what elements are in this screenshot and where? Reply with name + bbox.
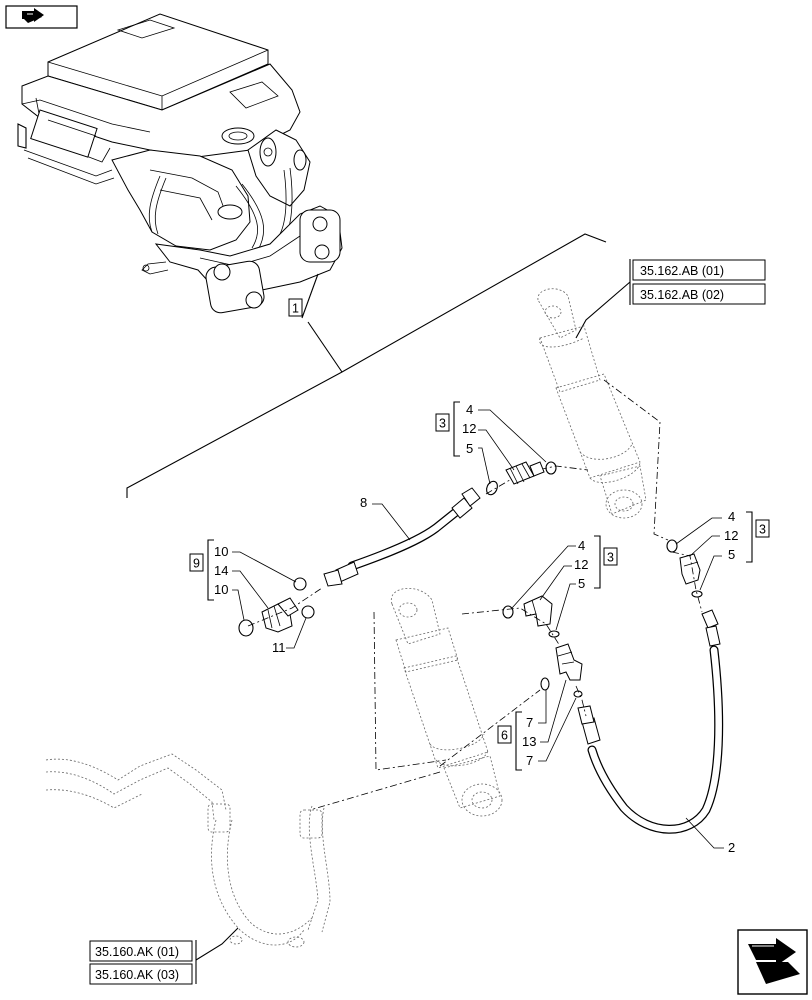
callout-10: 10	[214, 544, 228, 559]
leader-4	[675, 517, 722, 545]
callout-13: 13	[522, 734, 536, 749]
lower-harness-ghost	[45, 753, 331, 948]
group-3a-bracket	[453, 401, 460, 457]
reference-label: 35.160.AK (01)	[95, 945, 179, 959]
reference-link-35-160-ak-03[interactable]: 35.160.AK (03)	[89, 963, 193, 985]
leader-5	[478, 447, 491, 485]
reference-leader	[575, 281, 631, 339]
hose-2	[577, 609, 724, 834]
callout-12: 12	[574, 557, 588, 572]
callout-5: 5	[578, 576, 585, 591]
group-9-adapter-cluster	[238, 577, 323, 637]
group-3b-label: 3	[607, 551, 614, 565]
reference-link-35-162-ab-01[interactable]: 35.162.AB (01)	[629, 259, 766, 305]
next-page-arrow-icon[interactable]	[737, 929, 808, 995]
leader-4	[478, 409, 547, 463]
callout-14: 14	[214, 563, 228, 578]
reference-leader	[195, 927, 239, 961]
lower-cylinder-ghost	[309, 587, 541, 817]
callout-7: 7	[526, 715, 533, 730]
leader-14	[232, 570, 269, 609]
group-9-label: 9	[193, 557, 200, 571]
group-6-tee-fitting	[540, 643, 587, 717]
group-1-box[interactable]: 1	[288, 298, 303, 317]
leader-7	[538, 697, 577, 762]
callout-4: 4	[466, 402, 473, 417]
leader-10	[232, 551, 297, 583]
reference-link-35-162-ab-02[interactable]: 35.162.AB (02)	[632, 283, 766, 305]
group-3c-bracket	[746, 511, 753, 563]
upper-cylinder-ghost	[537, 288, 669, 541]
reference-link-35-160-ak-01[interactable]: 35.160.AK (01)	[89, 940, 197, 984]
leader-12	[689, 535, 720, 557]
previous-page-arrow-icon[interactable]	[5, 5, 78, 29]
group-3b-bracket	[594, 535, 601, 589]
group-9-box[interactable]: 9	[189, 553, 204, 572]
callout-4: 4	[578, 538, 585, 553]
group-3b-fitting-cluster	[461, 595, 561, 647]
leader-5	[555, 583, 576, 631]
hose-8	[323, 487, 481, 587]
group-3c-label: 3	[759, 523, 766, 537]
group-3a-box[interactable]: 3	[435, 413, 450, 432]
leader-11	[286, 617, 307, 649]
callout-10: 10	[214, 582, 228, 597]
leader-13	[540, 679, 567, 743]
leader-12	[478, 429, 515, 471]
leader-4	[511, 545, 576, 609]
group-3c-box[interactable]: 3	[755, 519, 770, 538]
leader-10	[232, 589, 245, 621]
callout-5: 5	[728, 547, 735, 562]
callout-4: 4	[728, 509, 735, 524]
callout-2: 2	[728, 840, 735, 855]
group-6-bracket	[515, 711, 522, 771]
leader-2	[685, 817, 724, 849]
callout-5: 5	[466, 441, 473, 456]
group-1-label: 1	[292, 302, 299, 316]
group-3c-fitting-cluster	[666, 539, 703, 613]
machine-frame-illustration	[17, 13, 343, 314]
callout-7: 7	[526, 753, 533, 768]
group-3b-box[interactable]: 3	[603, 547, 618, 566]
callout-11: 11	[272, 640, 286, 655]
group-6-box[interactable]: 6	[497, 725, 512, 744]
group-3a-fitting-cluster	[485, 461, 589, 496]
callout-12: 12	[462, 421, 476, 436]
reference-label: 35.162.AB (02)	[640, 288, 724, 302]
leader-8	[372, 503, 411, 541]
group-3a-label: 3	[439, 417, 446, 431]
group-9-bracket	[207, 539, 214, 601]
leader-12	[539, 565, 572, 601]
callout-12: 12	[724, 528, 738, 543]
reference-label: 35.162.AB (01)	[640, 264, 724, 278]
leader-7	[538, 690, 547, 724]
group-1-leader	[126, 233, 607, 498]
reference-label: 35.160.AK (03)	[95, 968, 179, 982]
callout-8: 8	[360, 495, 367, 510]
leader-5	[699, 555, 722, 591]
group-6-label: 6	[501, 729, 508, 743]
